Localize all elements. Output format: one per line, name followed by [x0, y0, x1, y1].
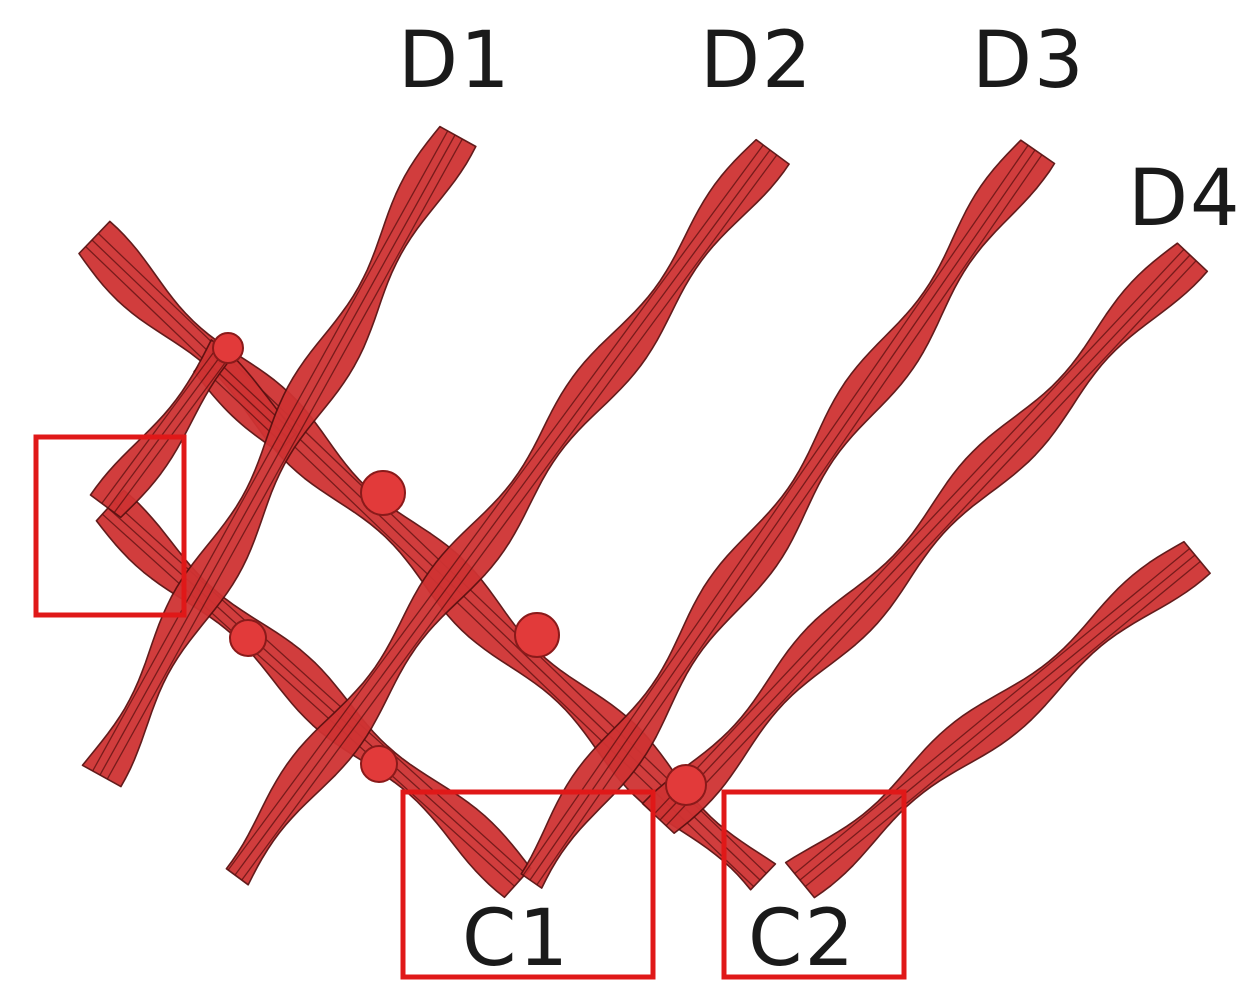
- label-d2: D2: [700, 16, 814, 106]
- nodes-layer: [212, 332, 707, 806]
- strut-d1: [81, 125, 477, 788]
- highlight-boxes: [33, 434, 907, 980]
- strut-d4: [641, 242, 1209, 835]
- node-2: [360, 470, 406, 516]
- node-1: [212, 332, 244, 364]
- node-6: [665, 764, 707, 806]
- highlight-box-c2: [721, 789, 907, 980]
- label-d4: D4: [1128, 154, 1242, 244]
- label-c2: C2: [748, 894, 857, 984]
- strut-extra: [784, 540, 1211, 899]
- node-4: [514, 612, 560, 658]
- highlight-box-c1: [400, 789, 656, 980]
- strut-d3: [520, 139, 1056, 889]
- label-c1: C1: [462, 894, 571, 984]
- strut-left-upper: [89, 339, 235, 519]
- highlight-box-left: [33, 434, 187, 618]
- node-3: [229, 619, 267, 657]
- label-d1: D1: [398, 16, 512, 106]
- strut-d2: [225, 138, 790, 886]
- struts-layer: [78, 125, 1211, 899]
- node-5: [360, 745, 398, 783]
- label-d3: D3: [972, 16, 1086, 106]
